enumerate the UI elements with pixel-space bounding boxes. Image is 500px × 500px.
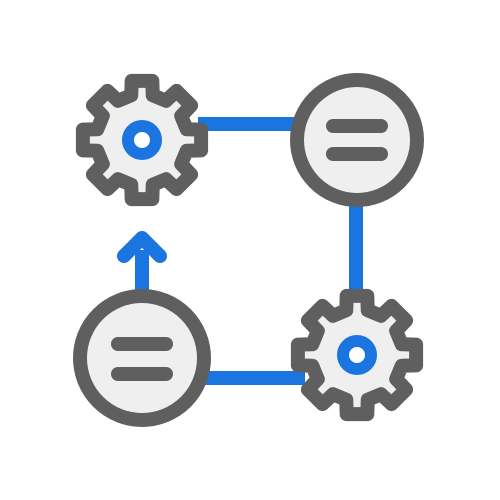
connector-lines (198, 117, 363, 385)
equals-icon (290, 73, 424, 207)
gear-hub (122, 120, 162, 160)
equals-icon (73, 289, 211, 427)
gear-icon (290, 288, 424, 422)
gear-hub (337, 335, 377, 375)
arrow-up-icon (117, 231, 167, 290)
gear-icon (75, 73, 209, 207)
